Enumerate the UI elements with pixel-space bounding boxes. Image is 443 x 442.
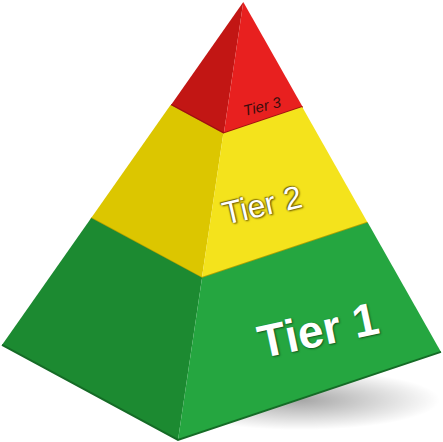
tier-left-face [2, 218, 202, 440]
tier-ledge [2, 345, 441, 440]
pyramid-tier: Tier 1 [2, 218, 441, 440]
tier-front-face [178, 222, 441, 440]
